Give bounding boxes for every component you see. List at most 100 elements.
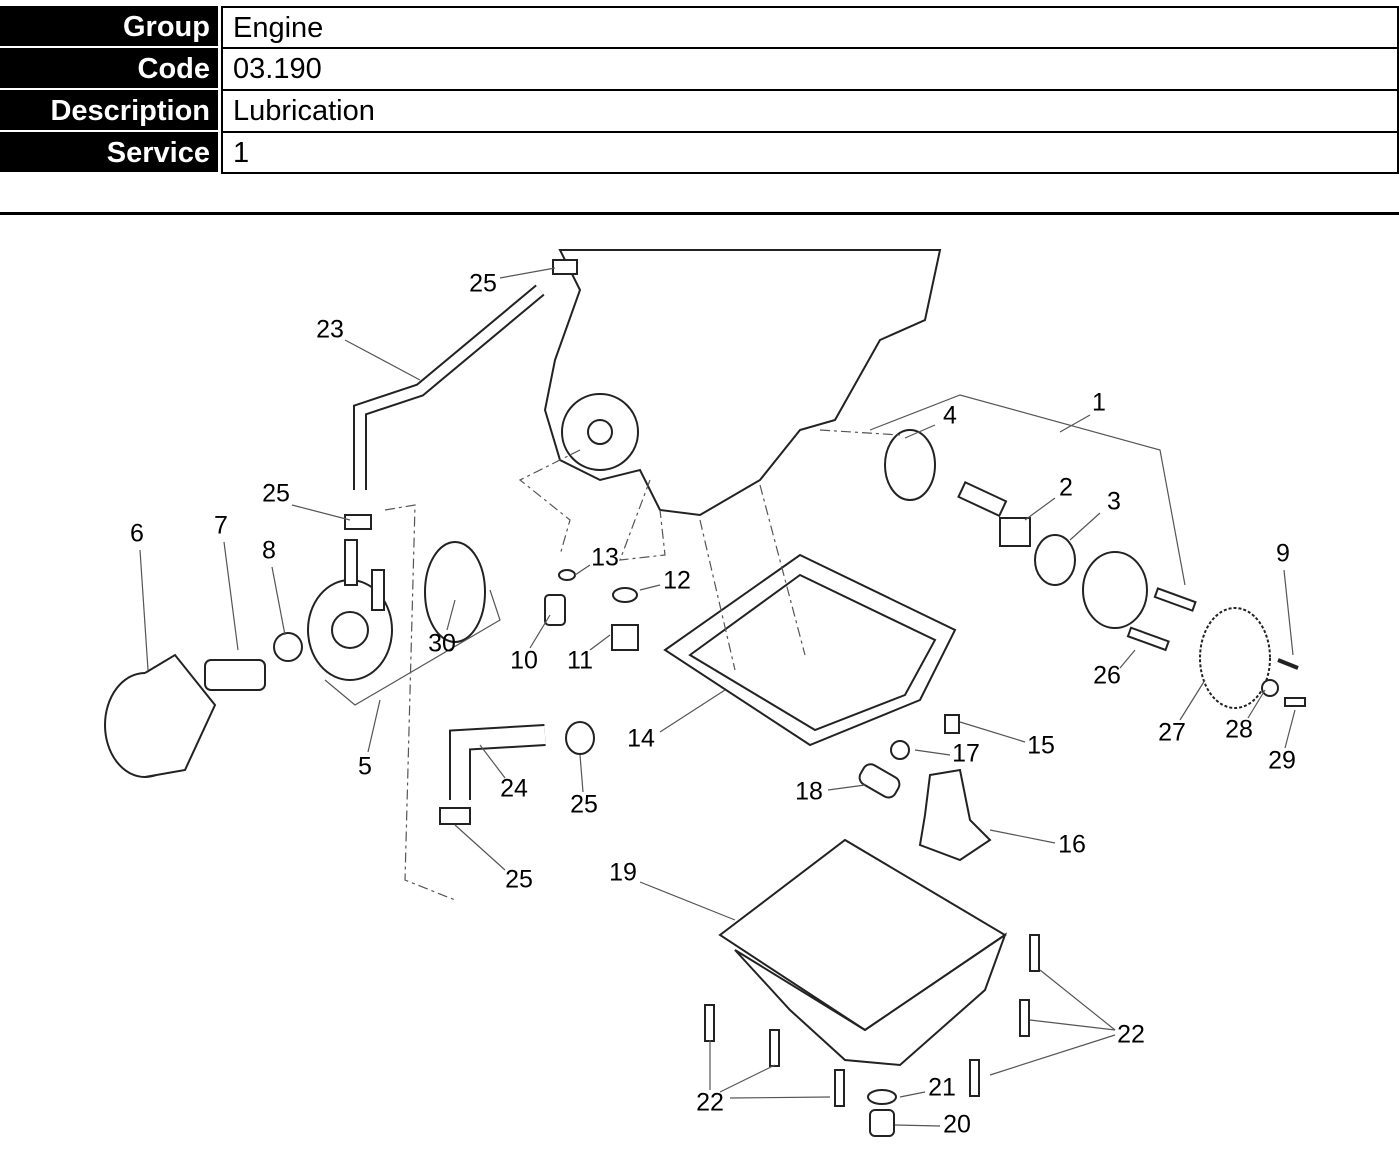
bracket-1 [869, 394, 1186, 586]
cooler-nozzle [344, 539, 358, 586]
leader-line [894, 1124, 941, 1127]
value-group: Engine [221, 6, 1399, 48]
o-ring-30 [424, 541, 486, 643]
clamp-25 [565, 721, 595, 755]
crankcase-hole [587, 419, 613, 445]
callout-30: 30 [428, 630, 456, 658]
drain-plug-20 [869, 1109, 895, 1137]
o-ring-17 [890, 740, 910, 760]
callout-29: 29 [1268, 747, 1296, 775]
value-description: Lubrication [221, 90, 1399, 132]
leader-line [479, 744, 506, 779]
leader-line [914, 749, 951, 756]
crankcase [543, 249, 942, 517]
leader-line [1069, 512, 1101, 541]
callout-26: 26 [1093, 662, 1121, 690]
alignment-line [384, 504, 456, 901]
sump-bolt [704, 1004, 715, 1042]
callout-6: 6 [130, 520, 144, 548]
alignment-line [518, 449, 581, 556]
callout-9: 9 [1276, 540, 1290, 568]
strainer-16 [918, 768, 992, 862]
leader-line [729, 1096, 831, 1099]
callout-21: 21 [928, 1074, 956, 1102]
callout-11: 11 [567, 647, 593, 675]
circlip [273, 632, 303, 662]
leader-line [899, 1091, 926, 1098]
leader-line [827, 784, 866, 791]
leader-line [574, 564, 591, 576]
callout-19: 19 [609, 859, 637, 887]
leader-line [904, 424, 936, 439]
callout-23: 23 [316, 316, 344, 344]
alignment-line [619, 479, 666, 561]
callout-17: 17 [952, 740, 980, 768]
row-group: Group Engine [0, 6, 1399, 48]
row-code: Code 03.190 [0, 48, 1399, 90]
info-table: Group Engine Code 03.190 Description Lub… [0, 6, 1399, 174]
leader-line [639, 881, 736, 921]
pump-rotor-3 [1034, 534, 1076, 586]
clamp-25b [439, 807, 471, 825]
leader-line [529, 614, 551, 649]
sump-gasket-inner [688, 573, 937, 732]
label-service: Service [0, 132, 218, 174]
leader-line [271, 566, 286, 636]
pump-shaft-2 [957, 480, 1008, 518]
callout-25: 25 [469, 270, 497, 298]
pipe-23 [353, 284, 545, 490]
leader-line [291, 504, 351, 521]
leader-line [1179, 679, 1206, 721]
leader-line [989, 1034, 1116, 1076]
oil-filter-body [144, 653, 217, 778]
plug-15 [944, 714, 960, 734]
sump-bolt [1029, 934, 1040, 972]
leader-line [446, 599, 456, 631]
bolt-26b [1126, 626, 1170, 652]
leader-line [589, 634, 611, 651]
pin-9 [1277, 658, 1299, 670]
callout-7: 7 [214, 512, 228, 540]
callout-1: 1 [1092, 389, 1106, 417]
callout-28: 28 [1225, 716, 1253, 744]
callout-20: 20 [943, 1111, 971, 1139]
cooler-nozzle-2 [371, 569, 385, 611]
leader-line [989, 829, 1056, 844]
leader-line [1039, 969, 1116, 1031]
leader-line [659, 689, 726, 733]
pump-body [1082, 551, 1148, 629]
row-description: Description Lubrication [0, 90, 1399, 132]
oil-sump-body [734, 932, 1007, 1067]
leader-line [344, 339, 421, 381]
callout-22: 22 [696, 1089, 724, 1117]
hose-clamp-top [552, 259, 578, 275]
leader-line [1059, 414, 1091, 433]
washer-28 [1261, 679, 1279, 697]
callout-25: 25 [505, 866, 533, 894]
o-ring-12 [612, 587, 638, 603]
label-code: Code [0, 48, 218, 90]
hose-clamp-cooler [344, 514, 372, 530]
washer-13 [558, 569, 576, 581]
union-fitting [204, 659, 266, 691]
label-group: Group [0, 6, 218, 48]
leader-line [367, 699, 381, 753]
bolt-29 [1284, 697, 1306, 707]
leader-line [719, 1064, 776, 1093]
pressure-switch [544, 594, 566, 626]
leader-line [223, 541, 239, 651]
leader-line [579, 754, 584, 793]
pump-rotor-2 [999, 517, 1031, 547]
sump-bolt [834, 1069, 845, 1107]
callout-18: 18 [795, 778, 823, 806]
washer-21 [867, 1089, 897, 1105]
pump-cover-4 [884, 429, 936, 501]
callout-3: 3 [1107, 488, 1121, 516]
leader-line [1119, 649, 1136, 669]
leader-line [959, 721, 1026, 743]
callout-2: 2 [1059, 474, 1073, 502]
leader-line [139, 549, 149, 671]
callout-27: 27 [1158, 719, 1186, 747]
leader-line [499, 267, 556, 279]
